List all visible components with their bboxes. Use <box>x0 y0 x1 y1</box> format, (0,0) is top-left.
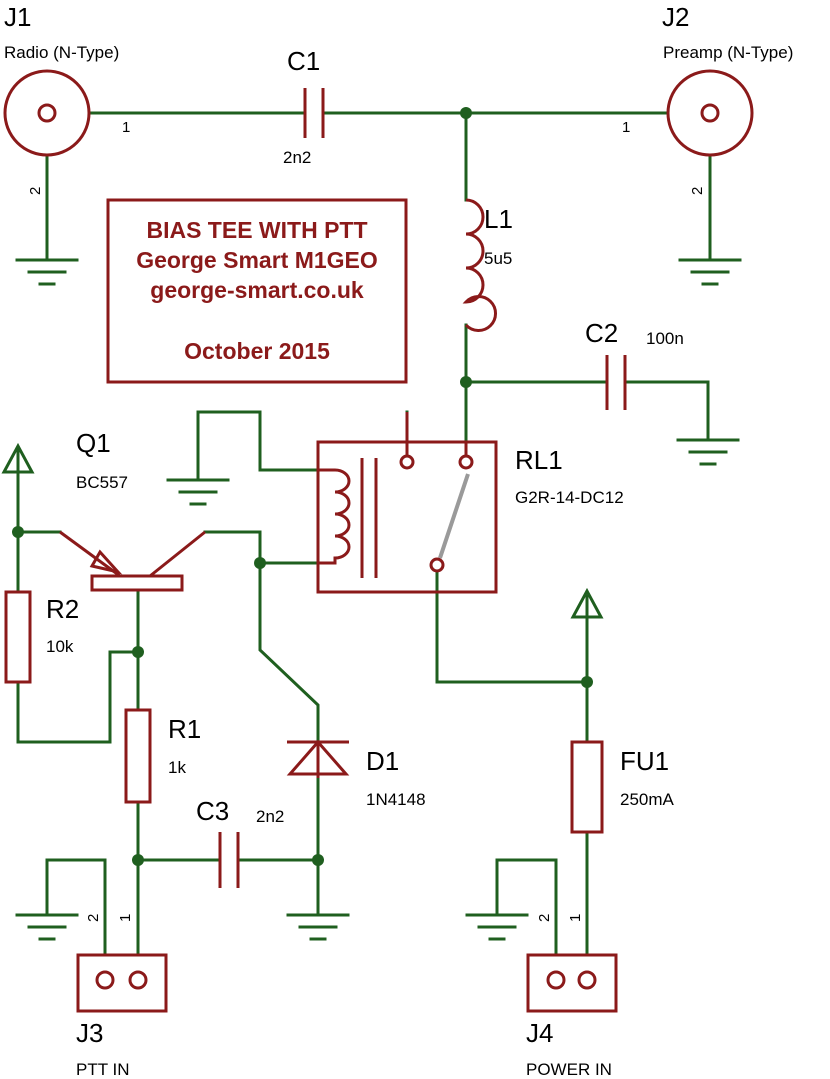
junction-collector <box>254 557 266 569</box>
wire-r2-bottom <box>16 650 140 744</box>
junction-l1-c2 <box>460 376 472 388</box>
connector-j3: 2 1 J3 PTT IN <box>76 914 168 1079</box>
ground-c2-icon <box>676 438 740 466</box>
fuse-fu1: FU1 250mA <box>570 740 675 834</box>
c2-ref: C2 <box>585 318 618 348</box>
capacitor-c3: C3 2n2 <box>196 796 284 888</box>
rl1-ref: RL1 <box>515 445 563 475</box>
j3-pin1: 1 <box>117 914 134 922</box>
ground-j4-icon <box>465 913 529 941</box>
j4-pin2: 2 <box>536 914 553 922</box>
rl1-value: G2R-14-DC12 <box>515 488 624 507</box>
wire-relay-com <box>435 570 589 684</box>
title-block: BIAS TEE WITH PTT George Smart M1GEO geo… <box>106 198 408 384</box>
q1-ref: Q1 <box>76 428 111 458</box>
r2-value: 10k <box>46 637 74 656</box>
ground-j1-icon <box>15 258 79 286</box>
j3-value: PTT IN <box>76 1060 130 1079</box>
l1-ref: L1 <box>484 204 513 234</box>
j2-pin1: 1 <box>622 119 630 136</box>
j4-ref: J4 <box>526 1018 553 1048</box>
junction-c3-left <box>132 854 144 866</box>
title-line-1: BIAS TEE WITH PTT <box>146 217 367 243</box>
transistor-q1: Q1 BC557 <box>59 428 206 592</box>
j2-ref: J2 <box>662 2 689 32</box>
wire-c2-gnd <box>625 380 710 442</box>
r1-value: 1k <box>168 758 186 777</box>
supply-symbols <box>1 442 604 622</box>
vplus-right-icon <box>570 587 604 622</box>
junction-base <box>132 646 144 658</box>
wire-j4-pin2 <box>495 858 558 957</box>
l1-value: 5u5 <box>484 249 512 268</box>
ground-relay-icon <box>166 478 230 506</box>
j1-pin1: 1 <box>122 119 130 136</box>
c2-value: 100n <box>646 329 684 348</box>
wire-j3-pin2 <box>45 858 107 957</box>
ground-d1-icon <box>286 913 350 941</box>
resistor-r2: R2 10k <box>4 590 79 684</box>
c3-ref: C3 <box>196 796 229 826</box>
wire-coil-gnd <box>196 410 320 482</box>
connector-j4: 2 1 J4 POWER IN <box>526 914 618 1079</box>
ground-j3-icon <box>15 913 79 941</box>
diode-d1: D1 1N4148 <box>286 739 426 809</box>
j1-value: Radio (N-Type) <box>4 43 119 62</box>
junction-vplus <box>12 526 24 538</box>
resistor-r1: R1 1k <box>124 708 201 804</box>
j4-pin1: 1 <box>567 914 584 922</box>
vplus-left-icon <box>1 442 35 477</box>
inductor-l1: L1 5u5 <box>462 198 513 332</box>
junctions <box>12 107 593 866</box>
j4-value: POWER IN <box>526 1060 612 1079</box>
fu1-value: 250mA <box>620 790 675 809</box>
wire-q1-collector <box>203 530 320 744</box>
title-line-4: October 2015 <box>184 338 330 364</box>
capacitor-c1: C1 2n2 <box>283 46 325 167</box>
junction-c3-right <box>312 854 324 866</box>
fu1-ref: FU1 <box>620 746 669 776</box>
capacitor-c2: C2 100n <box>585 318 684 410</box>
j2-value: Preamp (N-Type) <box>663 43 793 62</box>
junction-power <box>581 676 593 688</box>
relay-switch-arm <box>438 473 470 559</box>
c3-value: 2n2 <box>256 807 284 826</box>
title-line-3: george-smart.co.uk <box>150 277 364 303</box>
d1-value: 1N4148 <box>366 790 426 809</box>
c1-ref: C1 <box>287 46 320 76</box>
ground-symbols <box>15 258 742 941</box>
wire-vplus-left <box>16 473 62 534</box>
j3-ref: J3 <box>76 1018 103 1048</box>
junction-rf <box>460 107 472 119</box>
j1-ref: J1 <box>4 2 31 32</box>
relay-rl1: RL1 G2R-14-DC12 <box>316 412 624 594</box>
j1-pin2: 2 <box>27 187 44 195</box>
wires <box>16 111 712 957</box>
title-line-2: George Smart M1GEO <box>136 247 378 273</box>
c1-value: 2n2 <box>283 148 311 167</box>
connector-j1: J1 Radio (N-Type) 1 2 <box>3 2 130 195</box>
r1-ref: R1 <box>168 714 201 744</box>
q1-value: BC557 <box>76 473 128 492</box>
r2-ref: R2 <box>46 594 79 624</box>
j2-pin2: 2 <box>689 187 706 195</box>
j3-pin2: 2 <box>85 914 102 922</box>
connector-j2: J2 Preamp (N-Type) 1 2 <box>622 2 793 195</box>
ground-j2-icon <box>678 258 742 286</box>
d1-ref: D1 <box>366 746 399 776</box>
